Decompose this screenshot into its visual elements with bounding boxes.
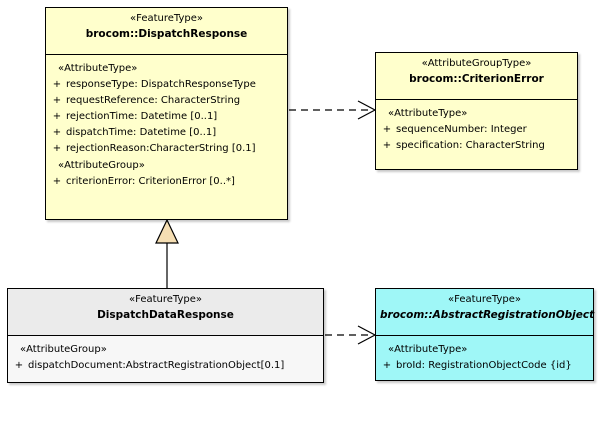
attribute-text: dispatchTime: Datetime [0..1] (66, 127, 217, 138)
attribute-text: dispatchDocument:AbstractRegistrationObj… (28, 360, 285, 371)
class-stereotype: «FeatureType» (448, 294, 521, 305)
class-box-abstract-registration-object[interactable]: «FeatureType» brocom::AbstractRegistrati… (375, 288, 594, 381)
hollow-triangle-arrowhead-icon (155, 218, 179, 244)
section-label-attributetype: «AttributeType» (388, 344, 468, 355)
class-header: «FeatureType» brocom::DispatchResponse (46, 8, 287, 55)
class-header: «AttributeGroupType» brocom::CriterionEr… (376, 53, 577, 100)
section-label-attributetype: «AttributeType» (58, 63, 138, 74)
dependency-dispatchdataresponse-abstractregistrationobject (325, 325, 377, 345)
visibility-marker: + (14, 360, 24, 371)
section-label-attributegroup: «AttributeGroup» (20, 344, 107, 355)
generalization-dispatchdataresponse-dispatchresponse (155, 218, 179, 288)
attribute-row[interactable]: + rejectionReason:CharacterString [0.1] (48, 141, 285, 157)
attribute-row[interactable]: + requestReference: CharacterString (48, 93, 285, 109)
attribute-row[interactable]: + specification: CharacterString (378, 138, 575, 154)
class-stereotype: «AttributeGroupType» (421, 58, 532, 69)
visibility-marker: + (382, 124, 392, 135)
visibility-marker: + (52, 95, 62, 106)
section-label-attributegroup: «AttributeGroup» (58, 160, 145, 171)
class-body: «AttributeType» + sequenceNumber: Intege… (376, 100, 577, 159)
attribute-text: rejectionTime: Datetime [0..1] (66, 111, 218, 122)
class-box-dispatch-response[interactable]: «FeatureType» brocom::DispatchResponse «… (45, 7, 288, 220)
attribute-row[interactable]: + sequenceNumber: Integer (378, 122, 575, 138)
class-stereotype: «FeatureType» (130, 13, 203, 24)
class-body: «AttributeGroup» + dispatchDocument:Abst… (8, 336, 323, 379)
class-name: brocom::CriterionError (409, 72, 544, 85)
dependency-dispatchresponse-criterionerror (289, 100, 377, 120)
attribute-row[interactable]: + broId: RegistrationObjectCode {id} (378, 358, 591, 374)
attribute-row[interactable]: + dispatchTime: Datetime [0..1] (48, 125, 285, 141)
attribute-text: criterionError: CriterionError [0..*] (66, 176, 235, 187)
visibility-marker: + (52, 143, 62, 154)
class-header: «FeatureType» brocom::AbstractRegistrati… (376, 289, 595, 336)
visibility-marker: + (52, 79, 62, 90)
attribute-text: requestReference: CharacterString (66, 95, 241, 106)
class-name: brocom::AbstractRegistrationObject (380, 308, 595, 321)
class-body: «AttributeType» + broId: RegistrationObj… (376, 336, 593, 379)
class-stereotype: «FeatureType» (129, 294, 202, 305)
class-name: DispatchDataResponse (97, 308, 234, 321)
attribute-row[interactable]: + rejectionTime: Datetime [0..1] (48, 109, 285, 125)
visibility-marker: + (52, 176, 62, 187)
attribute-row[interactable]: + responseType: DispatchResponseType (48, 77, 285, 93)
class-body: «AttributeType» + responseType: Dispatch… (46, 55, 287, 195)
class-box-criterion-error[interactable]: «AttributeGroupType» brocom::CriterionEr… (375, 52, 578, 170)
attribute-text: responseType: DispatchResponseType (66, 79, 256, 90)
attribute-text: specification: CharacterString (396, 140, 545, 151)
visibility-marker: + (382, 140, 392, 151)
class-header: «FeatureType» DispatchDataResponse (8, 289, 323, 336)
attribute-text: rejectionReason:CharacterString [0.1] (66, 143, 256, 154)
attribute-row[interactable]: + dispatchDocument:AbstractRegistrationO… (10, 358, 321, 374)
section-label-attributetype: «AttributeType» (388, 108, 468, 119)
visibility-marker: + (382, 360, 392, 371)
class-box-dispatch-data-response[interactable]: «FeatureType» DispatchDataResponse «Attr… (7, 288, 324, 383)
visibility-marker: + (52, 127, 62, 138)
attribute-text: broId: RegistrationObjectCode {id} (396, 360, 572, 371)
class-name: brocom::DispatchResponse (85, 27, 248, 40)
attribute-row[interactable]: + criterionError: CriterionError [0..*] (48, 174, 285, 190)
visibility-marker: + (52, 111, 62, 122)
attribute-text: sequenceNumber: Integer (396, 124, 527, 135)
